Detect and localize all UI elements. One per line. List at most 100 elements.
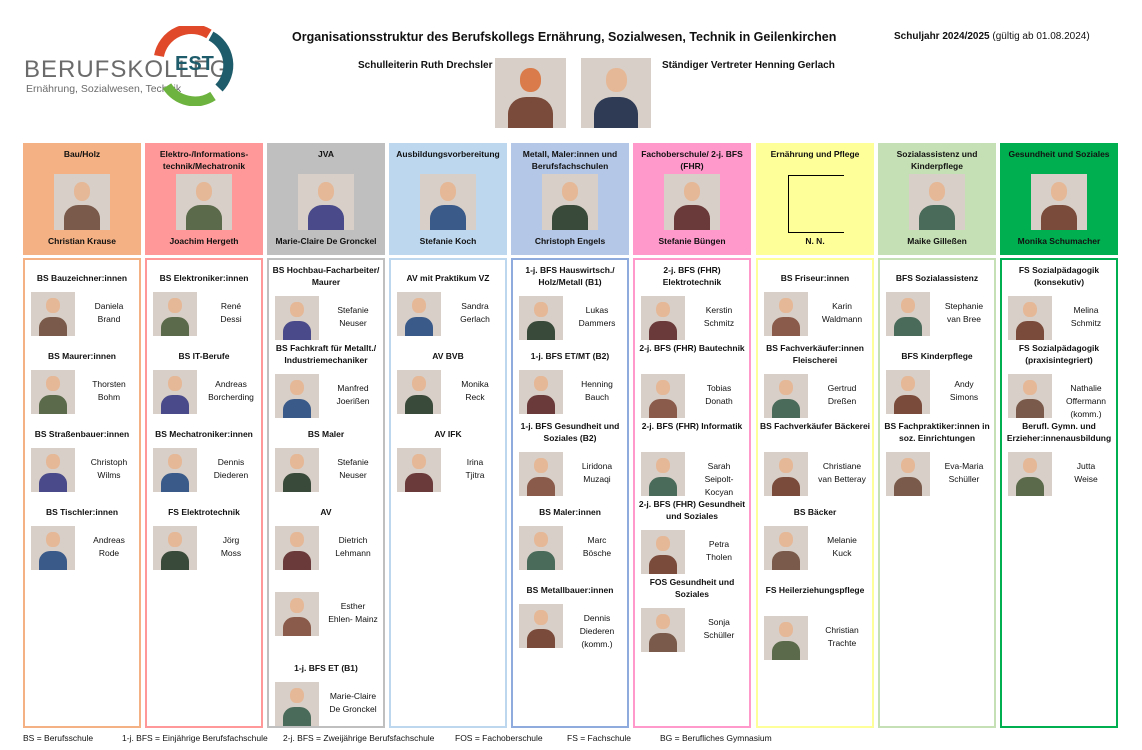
course-title: 1-j. BFS Gesundheit und Soziales (B2) [520,421,620,443]
course-title: BS Friseur:innen [780,273,850,283]
course-title: AV BVB [432,351,464,361]
legend-item: BS = Berufsschule [23,733,94,743]
school-year: Schuljahr 2024/2025 (gültig ab 01.08.202… [894,31,1090,42]
teacher-photo [31,526,75,570]
department-head-photo [909,174,965,230]
course-title: BS Maler [307,429,345,439]
course-title: 2-j. BFS (FHR) Informatik [641,421,743,431]
course-title: BS Bäcker [793,507,837,517]
course-title: 2-j. BFS (FHR) Gesundheit und Soziales [638,499,746,521]
teacher-photo [641,452,685,496]
course-title: BS Straßenbauer:innen [34,429,130,439]
teacher-photo [764,292,808,336]
course-entry: BS Fachkraft für Metallt./ Industriemech… [269,342,383,418]
deputy-label: Ständiger Vertreter Henning Gerlach [662,60,835,71]
principal-label: Schulleiterin Ruth Drechsler [358,60,493,71]
department-header: Elektro-/Informations-technik/Mechatroni… [145,143,263,255]
legend-item: FS = Fachschule [567,733,632,743]
department-name: Fachoberschule/ 2-j. BFS (FHR) [641,149,743,171]
department-header: Metall, Maler:innen und Berufsfachschule… [511,143,629,255]
legend-item: FOS = Fachoberschule [455,733,543,743]
course-entry: FS Sozialpädagogik (praxisintegriert)Nat… [1002,342,1116,419]
department-head-name: Marie-Claire De Gronckel [275,236,377,246]
teacher-photo [153,448,197,492]
teacher-photo [519,452,563,496]
teacher-photo [31,448,75,492]
course-title: BS Fachverkäufer:innen Fleischerei [766,343,864,365]
teacher-photo [1008,296,1052,340]
course-title: BS Bauzeichner:innen [36,273,128,283]
department-head-name: Christoph Engels [534,236,606,246]
teacher-photo [153,370,197,414]
teacher-photo [641,530,685,574]
department-head-name: Maike Gilleßen [907,236,967,246]
logo-name: BERUFSKOLLEG [24,56,230,83]
teacher-photo [886,292,930,336]
vacant-photo-placeholder [788,175,844,233]
deputy-photo [581,58,651,128]
teacher-photo [31,292,75,336]
teacher-photo [764,526,808,570]
teacher-photo [275,526,319,570]
department-head-name: Monika Schumacher [1017,236,1101,246]
course-title: Berufl. Gymn. und Erzieher:innenausbildu… [1006,421,1112,443]
teacher-photo [397,292,441,336]
department-column: Fachoberschule/ 2-j. BFS (FHR)Stefanie B… [633,143,751,728]
course-title: FS Sozialpädagogik (konsekutiv) [1018,265,1100,287]
school-logo: BERUFSKOLLEG Ernährung, Sozialwesen, Tec… [24,26,239,111]
teacher-photo [641,296,685,340]
department-header: Fachoberschule/ 2-j. BFS (FHR)Stefanie B… [633,143,751,255]
course-title: BS Maler:innen [539,507,601,517]
teacher-photo [519,370,563,414]
department-head-name: Christian Krause [47,236,117,246]
teacher-photo [397,448,441,492]
course-title: 2-j. BFS (FHR) Bautechnik [639,343,745,353]
course-title: BS Mechatroniker:innen [155,429,253,439]
